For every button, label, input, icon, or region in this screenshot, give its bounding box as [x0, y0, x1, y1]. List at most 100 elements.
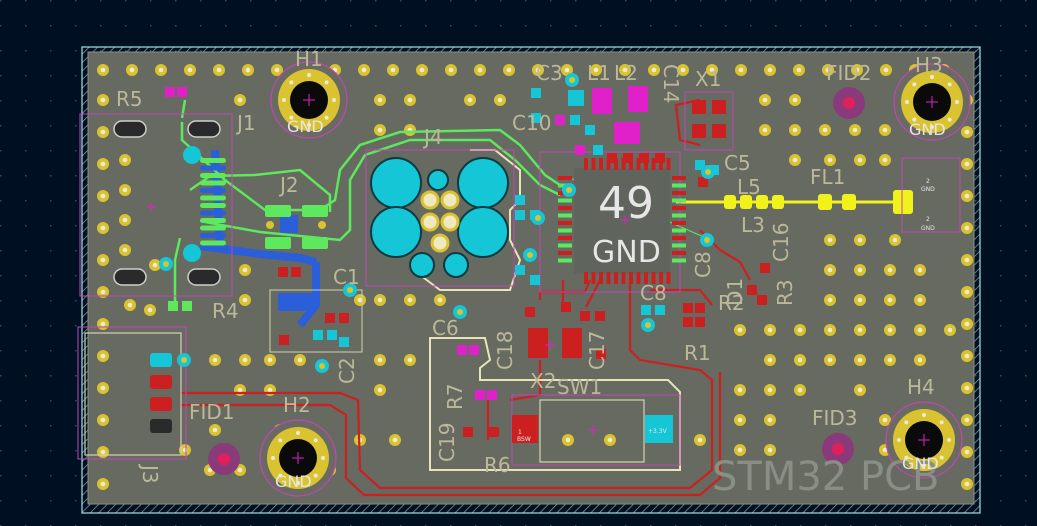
usb-connector-j1[interactable]: [113, 120, 226, 286]
via-drill: [651, 67, 657, 73]
via-drill: [767, 417, 773, 423]
via-drill: [964, 449, 970, 455]
via-drill: [565, 437, 571, 443]
via-drill: [100, 67, 106, 73]
via-drill: [857, 327, 863, 333]
sw1-pad2-net: +3.3V: [648, 428, 668, 435]
top-copper-traces[interactable]: [180, 98, 751, 497]
via-drill: [964, 193, 970, 199]
smd-pads[interactable]: [159, 73, 770, 437]
mcu-pin-bottom: [636, 272, 641, 284]
label-sw1: SW1: [557, 375, 602, 399]
mcu-pin-left: [558, 228, 572, 233]
label-l5: L5: [737, 175, 761, 199]
smd-pad: [698, 177, 708, 187]
via-drill: [887, 357, 893, 363]
via-drill: [267, 357, 273, 363]
mcu-pin-top: [599, 158, 603, 170]
via-drill: [964, 353, 970, 359]
smd-pad: [279, 335, 289, 345]
yellow-rf-trace[interactable]: [676, 190, 913, 214]
shield-pad: [113, 268, 147, 286]
via-pad-drill: [535, 215, 541, 221]
via-drill: [767, 327, 773, 333]
crystal-x1[interactable]: [692, 100, 726, 138]
via-drill: [361, 67, 367, 73]
label-fid2: FID2: [826, 61, 872, 85]
label-c6: C6: [432, 316, 459, 340]
mcu-pin-top: [636, 158, 641, 170]
mcu-pin-right: [672, 176, 686, 180]
board-title: STM32 PCB: [712, 454, 939, 500]
via-drill: [857, 357, 863, 363]
mcu-pin-right: [672, 191, 686, 195]
mounting-hole-via: [947, 82, 952, 87]
label-j2: J2: [278, 173, 299, 197]
via-drill: [207, 467, 213, 473]
via-drill: [377, 387, 383, 393]
via-drill: [825, 67, 831, 73]
via-drill: [737, 417, 743, 423]
smd-pad: [177, 87, 187, 97]
mcu-pin-bottom: [666, 272, 671, 284]
h3-net-label: GND: [909, 120, 946, 139]
smd-pad: [165, 87, 175, 97]
label-c5: C5: [724, 151, 751, 175]
mcu-pin-right: [672, 251, 686, 255]
connector-j4[interactable]: [370, 157, 509, 278]
via-pad-drill: [705, 169, 711, 175]
mcu-pin-top: [614, 158, 618, 170]
via-drill: [964, 385, 970, 391]
via-drill: [964, 417, 970, 423]
mcu-pin-right: [672, 236, 686, 240]
smd-pad: [555, 115, 565, 125]
smd-pad: [530, 275, 540, 285]
mounting-hole-via: [939, 420, 944, 425]
mounting-hole-via: [905, 100, 909, 104]
via-drill: [187, 67, 193, 73]
via-drill: [100, 161, 106, 167]
via-drill: [947, 327, 953, 333]
shield-pad: [113, 120, 147, 138]
mcu-pin-bottom: [599, 272, 603, 284]
mounting-holes[interactable]: [259, 61, 971, 497]
mounting-hole-via: [278, 473, 283, 478]
switch-sw1[interactable]: [512, 415, 673, 443]
smd-pad: [695, 303, 705, 313]
smd-pad: [515, 195, 525, 205]
label-r6: R6: [484, 453, 511, 477]
via-drill: [857, 267, 863, 273]
sw1-pad1-number: 1: [518, 429, 522, 436]
mcu-pin-left: [558, 258, 572, 263]
smd-pad: [325, 313, 335, 323]
via-drill: [887, 327, 893, 333]
connector-j2[interactable]: [265, 205, 328, 249]
smd-pad: [531, 88, 541, 98]
label-c19: C19: [435, 423, 459, 462]
h4-net-label: GND: [902, 454, 939, 473]
mounting-hole-via: [930, 125, 934, 129]
label-r4: R4: [212, 299, 239, 323]
mcu-pin-right: [672, 258, 686, 263]
mcu-stm32[interactable]: [558, 158, 686, 284]
mounting-hole-via: [324, 115, 329, 120]
via-drill: [882, 157, 888, 163]
via-drill: [242, 297, 248, 303]
via-drill: [767, 387, 773, 393]
label-c11: C8: [691, 251, 715, 278]
mounting-hole-via: [324, 80, 329, 85]
label-j1: J1: [235, 111, 256, 135]
label-c18: C18: [493, 331, 517, 370]
via-drill: [122, 157, 128, 163]
mcu-pin-left: [558, 243, 572, 248]
label-c10: C10: [512, 111, 551, 135]
mcu-pin-right: [672, 183, 686, 188]
smd-pad: [683, 317, 693, 327]
via-drill: [100, 481, 106, 487]
connector-j3[interactable]: [150, 353, 172, 433]
via-drill: [467, 97, 473, 103]
inductor-l1-l2[interactable]: [568, 86, 648, 144]
via-drill: [392, 437, 398, 443]
